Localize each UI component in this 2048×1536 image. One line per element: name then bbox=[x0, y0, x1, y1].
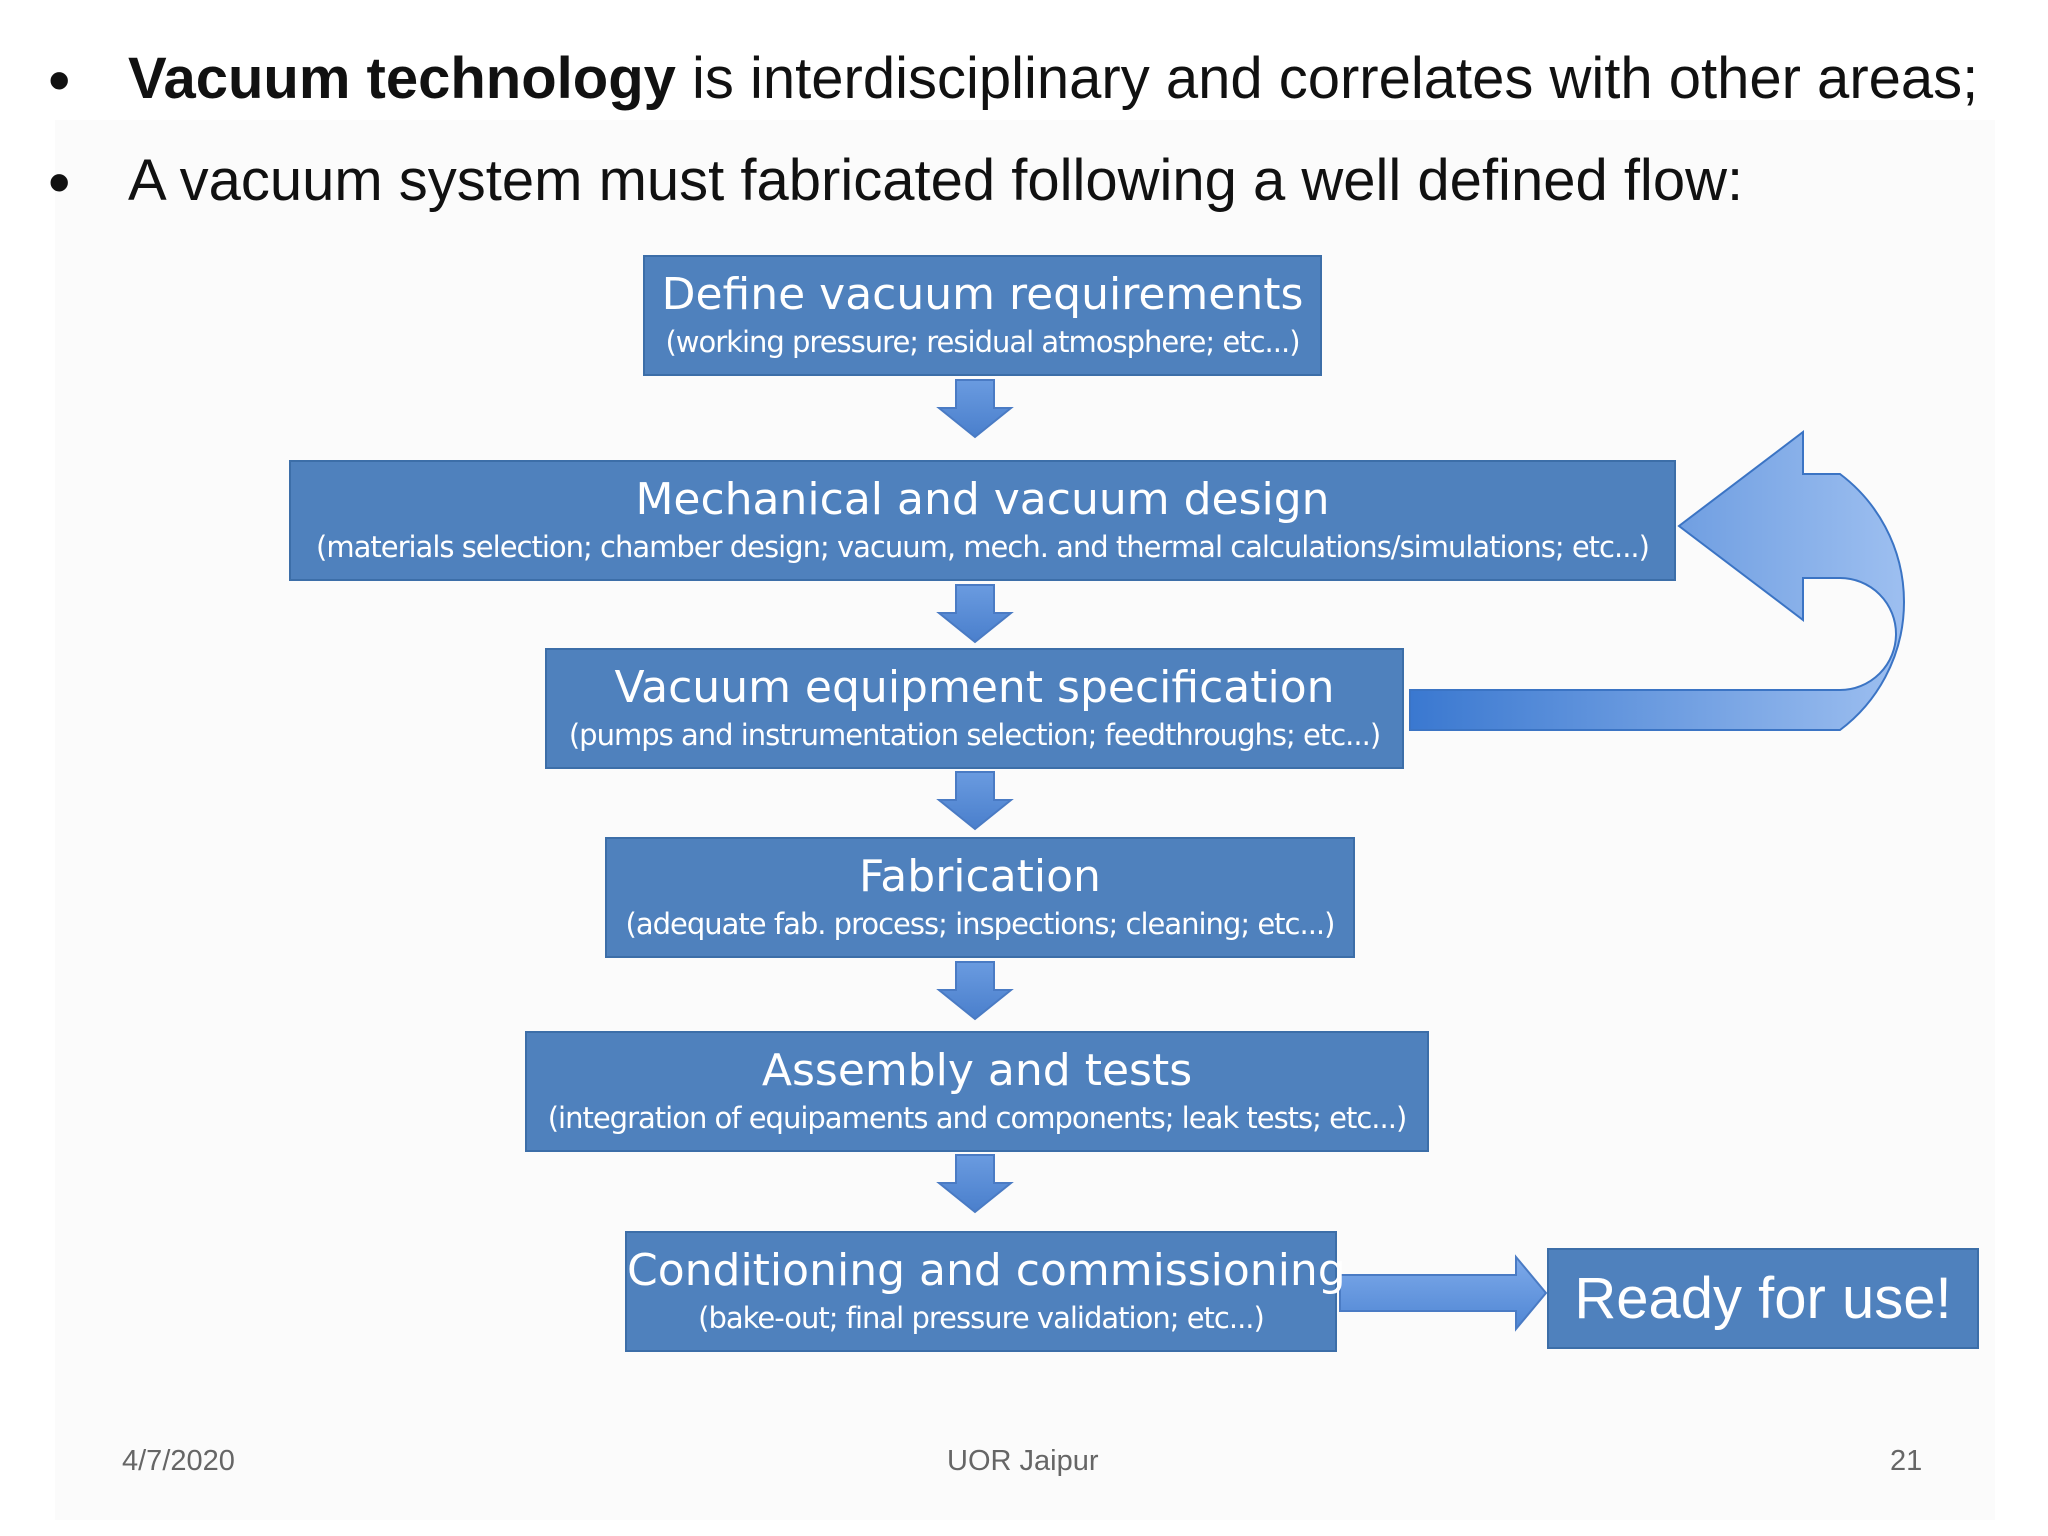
step-3-title: Vacuum equipment specification bbox=[614, 662, 1335, 713]
down-arrow-2 bbox=[936, 584, 1014, 644]
right-arrow-ready bbox=[1339, 1254, 1548, 1332]
step-define-requirements: Define vacuum requirements (working pres… bbox=[643, 255, 1322, 376]
bullet-2-text: A vacuum system must fabricated followin… bbox=[128, 148, 1744, 213]
down-arrow-3 bbox=[936, 771, 1014, 831]
bullet-dot-2: • bbox=[48, 146, 71, 218]
footer-page-number: 21 bbox=[1890, 1445, 1923, 1477]
step-3-subtitle: (pumps and instrumentation selection; fe… bbox=[568, 718, 1381, 753]
step-1-title: Define vacuum requirements bbox=[661, 269, 1304, 320]
footer-center: UOR Jaipur bbox=[947, 1445, 1099, 1477]
feedback-loop-arrow bbox=[1409, 429, 1905, 731]
step-4-title: Fabrication bbox=[859, 851, 1101, 902]
down-arrow-4 bbox=[936, 961, 1014, 1021]
ready-for-use-label: Ready for use! bbox=[1574, 1266, 1952, 1331]
down-arrow-5 bbox=[936, 1154, 1014, 1214]
step-fabrication: Fabrication (adequate fab. process; insp… bbox=[605, 837, 1355, 958]
step-1-subtitle: (working pressure; residual atmosphere; … bbox=[665, 325, 1300, 360]
bullet-dot-1: • bbox=[48, 44, 71, 116]
bullet-1-text: is interdisciplinary and correlates with… bbox=[675, 46, 1979, 111]
step-assembly-tests: Assembly and tests (integration of equip… bbox=[525, 1031, 1429, 1152]
step-conditioning-commissioning: Conditioning and commissioning (bake-out… bbox=[625, 1231, 1346, 1352]
step-6-title: Conditioning and commissioning bbox=[627, 1245, 1346, 1296]
step-5-title: Assembly and tests bbox=[761, 1045, 1193, 1096]
step-equipment-specification: Vacuum equipment specification (pumps an… bbox=[545, 648, 1404, 769]
bullet-1: Vacuum technology is interdisciplinary a… bbox=[128, 50, 1978, 108]
step-2-subtitle: (materials selection; chamber design; va… bbox=[316, 530, 1650, 565]
ready-for-use-box: Ready for use! bbox=[1547, 1248, 1979, 1349]
step-2-title: Mechanical and vacuum design bbox=[635, 474, 1330, 525]
step-6-subtitle: (bake-out; final pressure validation; et… bbox=[698, 1301, 1265, 1336]
step-5-subtitle: (integration of equipaments and componen… bbox=[547, 1101, 1408, 1136]
down-arrow-1 bbox=[936, 379, 1014, 439]
bullet-1-bold: Vacuum technology bbox=[128, 46, 676, 111]
step-mechanical-design: Mechanical and vacuum design (materials … bbox=[289, 460, 1676, 581]
step-4-subtitle: (adequate fab. process; inspections; cle… bbox=[625, 907, 1336, 942]
bullet-2: A vacuum system must fabricated followin… bbox=[128, 152, 1743, 210]
footer-date: 4/7/2020 bbox=[122, 1445, 235, 1477]
